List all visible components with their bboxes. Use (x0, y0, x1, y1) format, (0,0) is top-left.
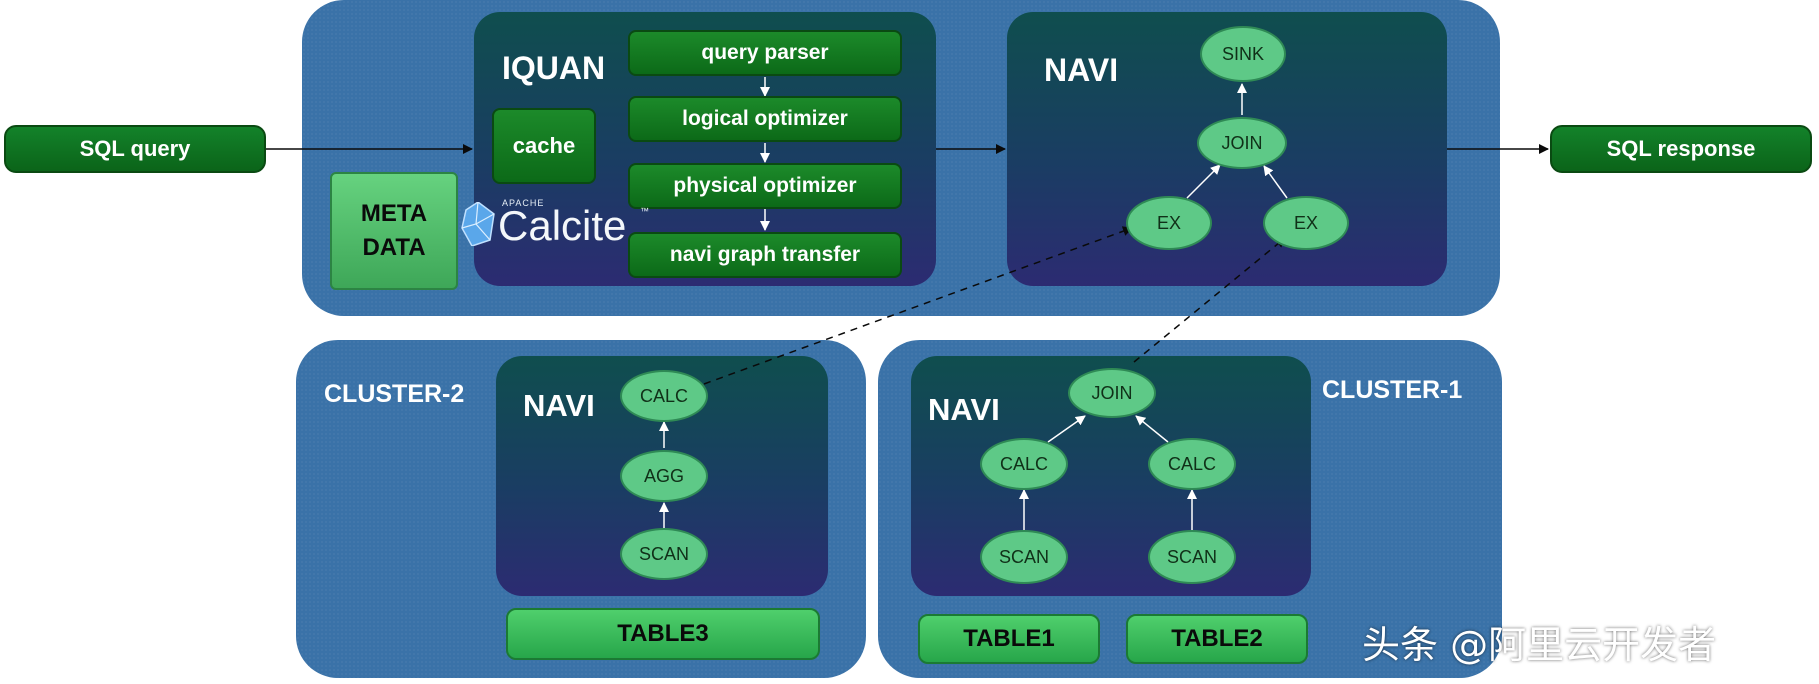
calc-node-right-cluster-1: CALC (1148, 438, 1236, 490)
navi-main-title: NAVI (1044, 52, 1119, 88)
arrow-calc-left-to-join (1047, 415, 1086, 443)
table2-block: TABLE2 (1126, 614, 1308, 664)
join-node-main: JOIN (1197, 117, 1287, 169)
scan-node-cluster-2: SCAN (620, 528, 708, 580)
agg-node-cluster-2: AGG (620, 450, 708, 502)
step-query-parser: query parser (628, 30, 902, 76)
scan-node-left-cluster-1: SCAN (980, 530, 1068, 584)
calcite-wordmark: Calcite (498, 202, 627, 249)
scan-node-right-cluster-1: SCAN (1148, 530, 1236, 584)
dashed-link-cluster2-to-ex (703, 226, 1133, 385)
cluster-2-label: CLUSTER-2 (324, 380, 465, 408)
table1-block: TABLE1 (918, 614, 1100, 664)
calc-node-cluster-2: CALC (620, 370, 708, 422)
arrow-ex-left-to-join (1186, 164, 1221, 199)
calcite-crystal-icon (461, 202, 495, 246)
meta-data-block: META DATA (330, 172, 458, 290)
sql-query-block: SQL query (4, 125, 266, 173)
iquan-title: IQUAN (502, 50, 606, 86)
cluster-1-navi-title: NAVI (928, 392, 1000, 427)
ex-node-right: EX (1263, 196, 1349, 250)
join-node-cluster-1: JOIN (1068, 368, 1156, 418)
calcite-logo: APACHE Calcite ™ (460, 194, 660, 250)
dashed-link-cluster1-to-ex (1133, 237, 1286, 363)
calcite-trademark: ™ (640, 206, 649, 216)
arrow-ex-right-to-join (1263, 165, 1288, 199)
sql-response-block: SQL response (1550, 125, 1812, 173)
step-logical-optimizer: logical optimizer (628, 96, 902, 142)
step-physical-optimizer: physical optimizer (628, 163, 902, 209)
sink-node: SINK (1200, 26, 1286, 82)
table3-block: TABLE3 (506, 608, 820, 660)
calcite-apache-label: APACHE (502, 198, 545, 208)
cluster-2-navi-title: NAVI (523, 388, 595, 423)
arrow-calc-right-to-join (1135, 415, 1169, 443)
calc-node-left-cluster-1: CALC (980, 438, 1068, 490)
ex-node-left: EX (1126, 196, 1212, 250)
watermark: 头条 @阿里云开发者 (1362, 623, 1717, 667)
step-navi-graph-transfer: navi graph transfer (628, 232, 902, 278)
cache-block: cache (492, 108, 596, 184)
cluster-1-label: CLUSTER-1 (1322, 376, 1463, 404)
